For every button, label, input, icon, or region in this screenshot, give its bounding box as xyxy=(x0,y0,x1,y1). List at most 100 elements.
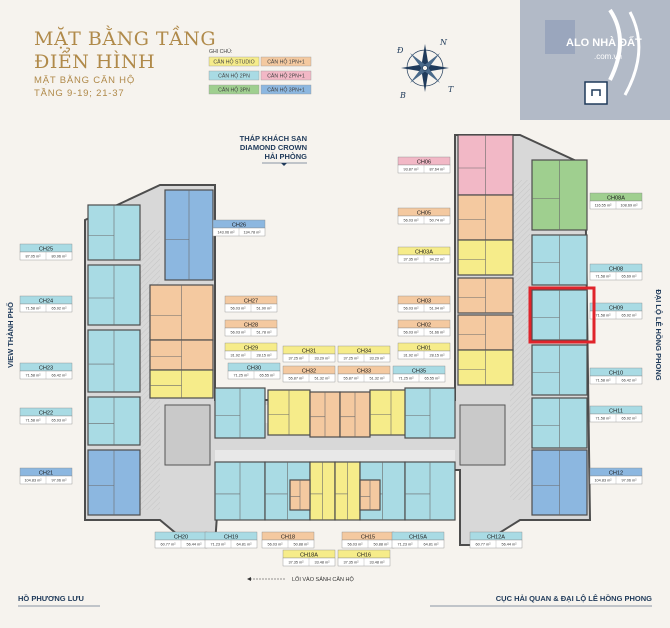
unit-name: CH08 xyxy=(609,266,623,272)
unit-area-total: 31.92 m² xyxy=(404,354,420,358)
unit-name: CH09 xyxy=(609,305,623,311)
legend-label-2pn1: CĂN HỘ 2PN+1 xyxy=(267,73,305,80)
unit-area-clear: 51.32 m² xyxy=(315,377,331,381)
unit-name: CH10 xyxy=(609,370,623,376)
unit-name: CH32 xyxy=(302,368,316,374)
unit-area-clear: 87.64 m² xyxy=(430,168,446,172)
unit-area-clear: 56.44 m² xyxy=(502,543,518,547)
unit-area-clear: 51.94 m² xyxy=(430,307,446,311)
unit-label-ch21[interactable]: CH21 104.83 m² 97.06 m² xyxy=(19,467,73,485)
unit-area-total: 37.35 m² xyxy=(404,258,420,262)
legend-swatch-studio xyxy=(208,56,260,67)
unit-name: CH05 xyxy=(417,210,431,216)
unit-name: CH03 xyxy=(417,298,431,304)
unit-area-clear: 97.06 m² xyxy=(52,479,68,483)
unit-name: CH18 xyxy=(281,534,295,540)
unit-area-clear: 33.48 m² xyxy=(370,561,386,565)
unit-name: CH20 xyxy=(174,534,188,540)
unit-area-clear: 80.96 m² xyxy=(52,255,68,259)
unit-area-clear: 33.29 m² xyxy=(370,357,386,361)
unit-area-clear: 50.74 m² xyxy=(430,219,446,223)
unit-area-total: 104.83 m² xyxy=(24,479,42,483)
unit-name: CH23 xyxy=(39,365,53,371)
legend-label-1pn1: CĂN HỘ 1PN+1 xyxy=(267,59,305,66)
unit-name: CH24 xyxy=(39,298,53,304)
unit-area-total: 60.77 m² xyxy=(161,543,177,547)
unit-area-clear: 97.06 m² xyxy=(622,479,638,483)
unit-area-total: 56.03 m² xyxy=(404,307,420,311)
unit-name: CH01 xyxy=(417,345,431,351)
page-subtitle-line2: TẦNG 9-19; 21-37 xyxy=(34,88,124,99)
unit-label-ch03[interactable]: CH03 56.03 m² 51.94 m² xyxy=(397,295,451,313)
unit-area-clear: 28.15 m² xyxy=(430,354,446,358)
unit-name: CH19 xyxy=(224,534,238,540)
unit-area-total: 71.58 m² xyxy=(26,374,42,378)
street-top-line2: DIAMOND CROWN xyxy=(240,143,307,152)
unit-area-clear: 51.66 m² xyxy=(430,331,446,335)
unit-area-total: 56.03 m² xyxy=(231,331,247,335)
street-left: VIEW THÀNH PHỐ xyxy=(5,302,15,368)
unit-label-ch32[interactable]: CH32 55.87 m² 51.32 m² xyxy=(282,365,336,383)
unit-name: CH22 xyxy=(39,410,53,416)
legend-heading: GHI CHÚ: xyxy=(209,48,232,55)
unit-name: CH21 xyxy=(39,470,53,476)
unit-area-total: 104.83 m² xyxy=(594,479,612,483)
unit-label-ch24[interactable]: CH24 71.58 m² 65.92 m² xyxy=(19,295,73,313)
unit-area-total: 56.03 m² xyxy=(404,219,420,223)
unit-area-total: 71.58 m² xyxy=(596,379,612,383)
compass-b-label: B xyxy=(399,91,406,100)
unit-area-total: 56.03 m² xyxy=(404,331,420,335)
highlight-ch09 xyxy=(528,286,596,344)
unit-area-total: 71.58 m² xyxy=(26,307,42,311)
unit-label-ch12[interactable]: CH12 104.83 m² 97.06 m² xyxy=(589,467,643,485)
street-top-line1: THÁP KHÁCH SẠN xyxy=(240,134,307,143)
unit-name: CH12 xyxy=(609,470,623,476)
legend-swatch-2pn1 xyxy=(260,70,312,81)
unit-label-ch05[interactable]: CH05 56.03 m² 50.74 m² xyxy=(397,207,451,225)
unit-name: CH06 xyxy=(417,159,431,165)
unit-area-clear: 65.92 m² xyxy=(52,307,68,311)
unit-area-clear: 33.29 m² xyxy=(315,357,331,361)
watermark-domain: .com.vn xyxy=(594,52,622,61)
unit-area-clear: 64.81 m² xyxy=(237,543,253,547)
unit-area-total: 55.87 m² xyxy=(289,377,305,381)
unit-label-ch01[interactable]: CH01 31.92 m² 28.15 m² xyxy=(397,342,451,360)
unit-name: CH03A xyxy=(415,249,433,255)
compass-icon xyxy=(401,44,449,92)
unit-area-total: 71.58 m² xyxy=(596,275,612,279)
compass-d-label: Đ xyxy=(396,46,404,55)
unit-area-total: 37.25 m² xyxy=(289,357,305,361)
page-title-line2: ĐIỂN HÌNH xyxy=(34,48,155,73)
unit-name: CH35 xyxy=(412,368,426,374)
unit-area-total: 37.35 m² xyxy=(344,561,360,565)
